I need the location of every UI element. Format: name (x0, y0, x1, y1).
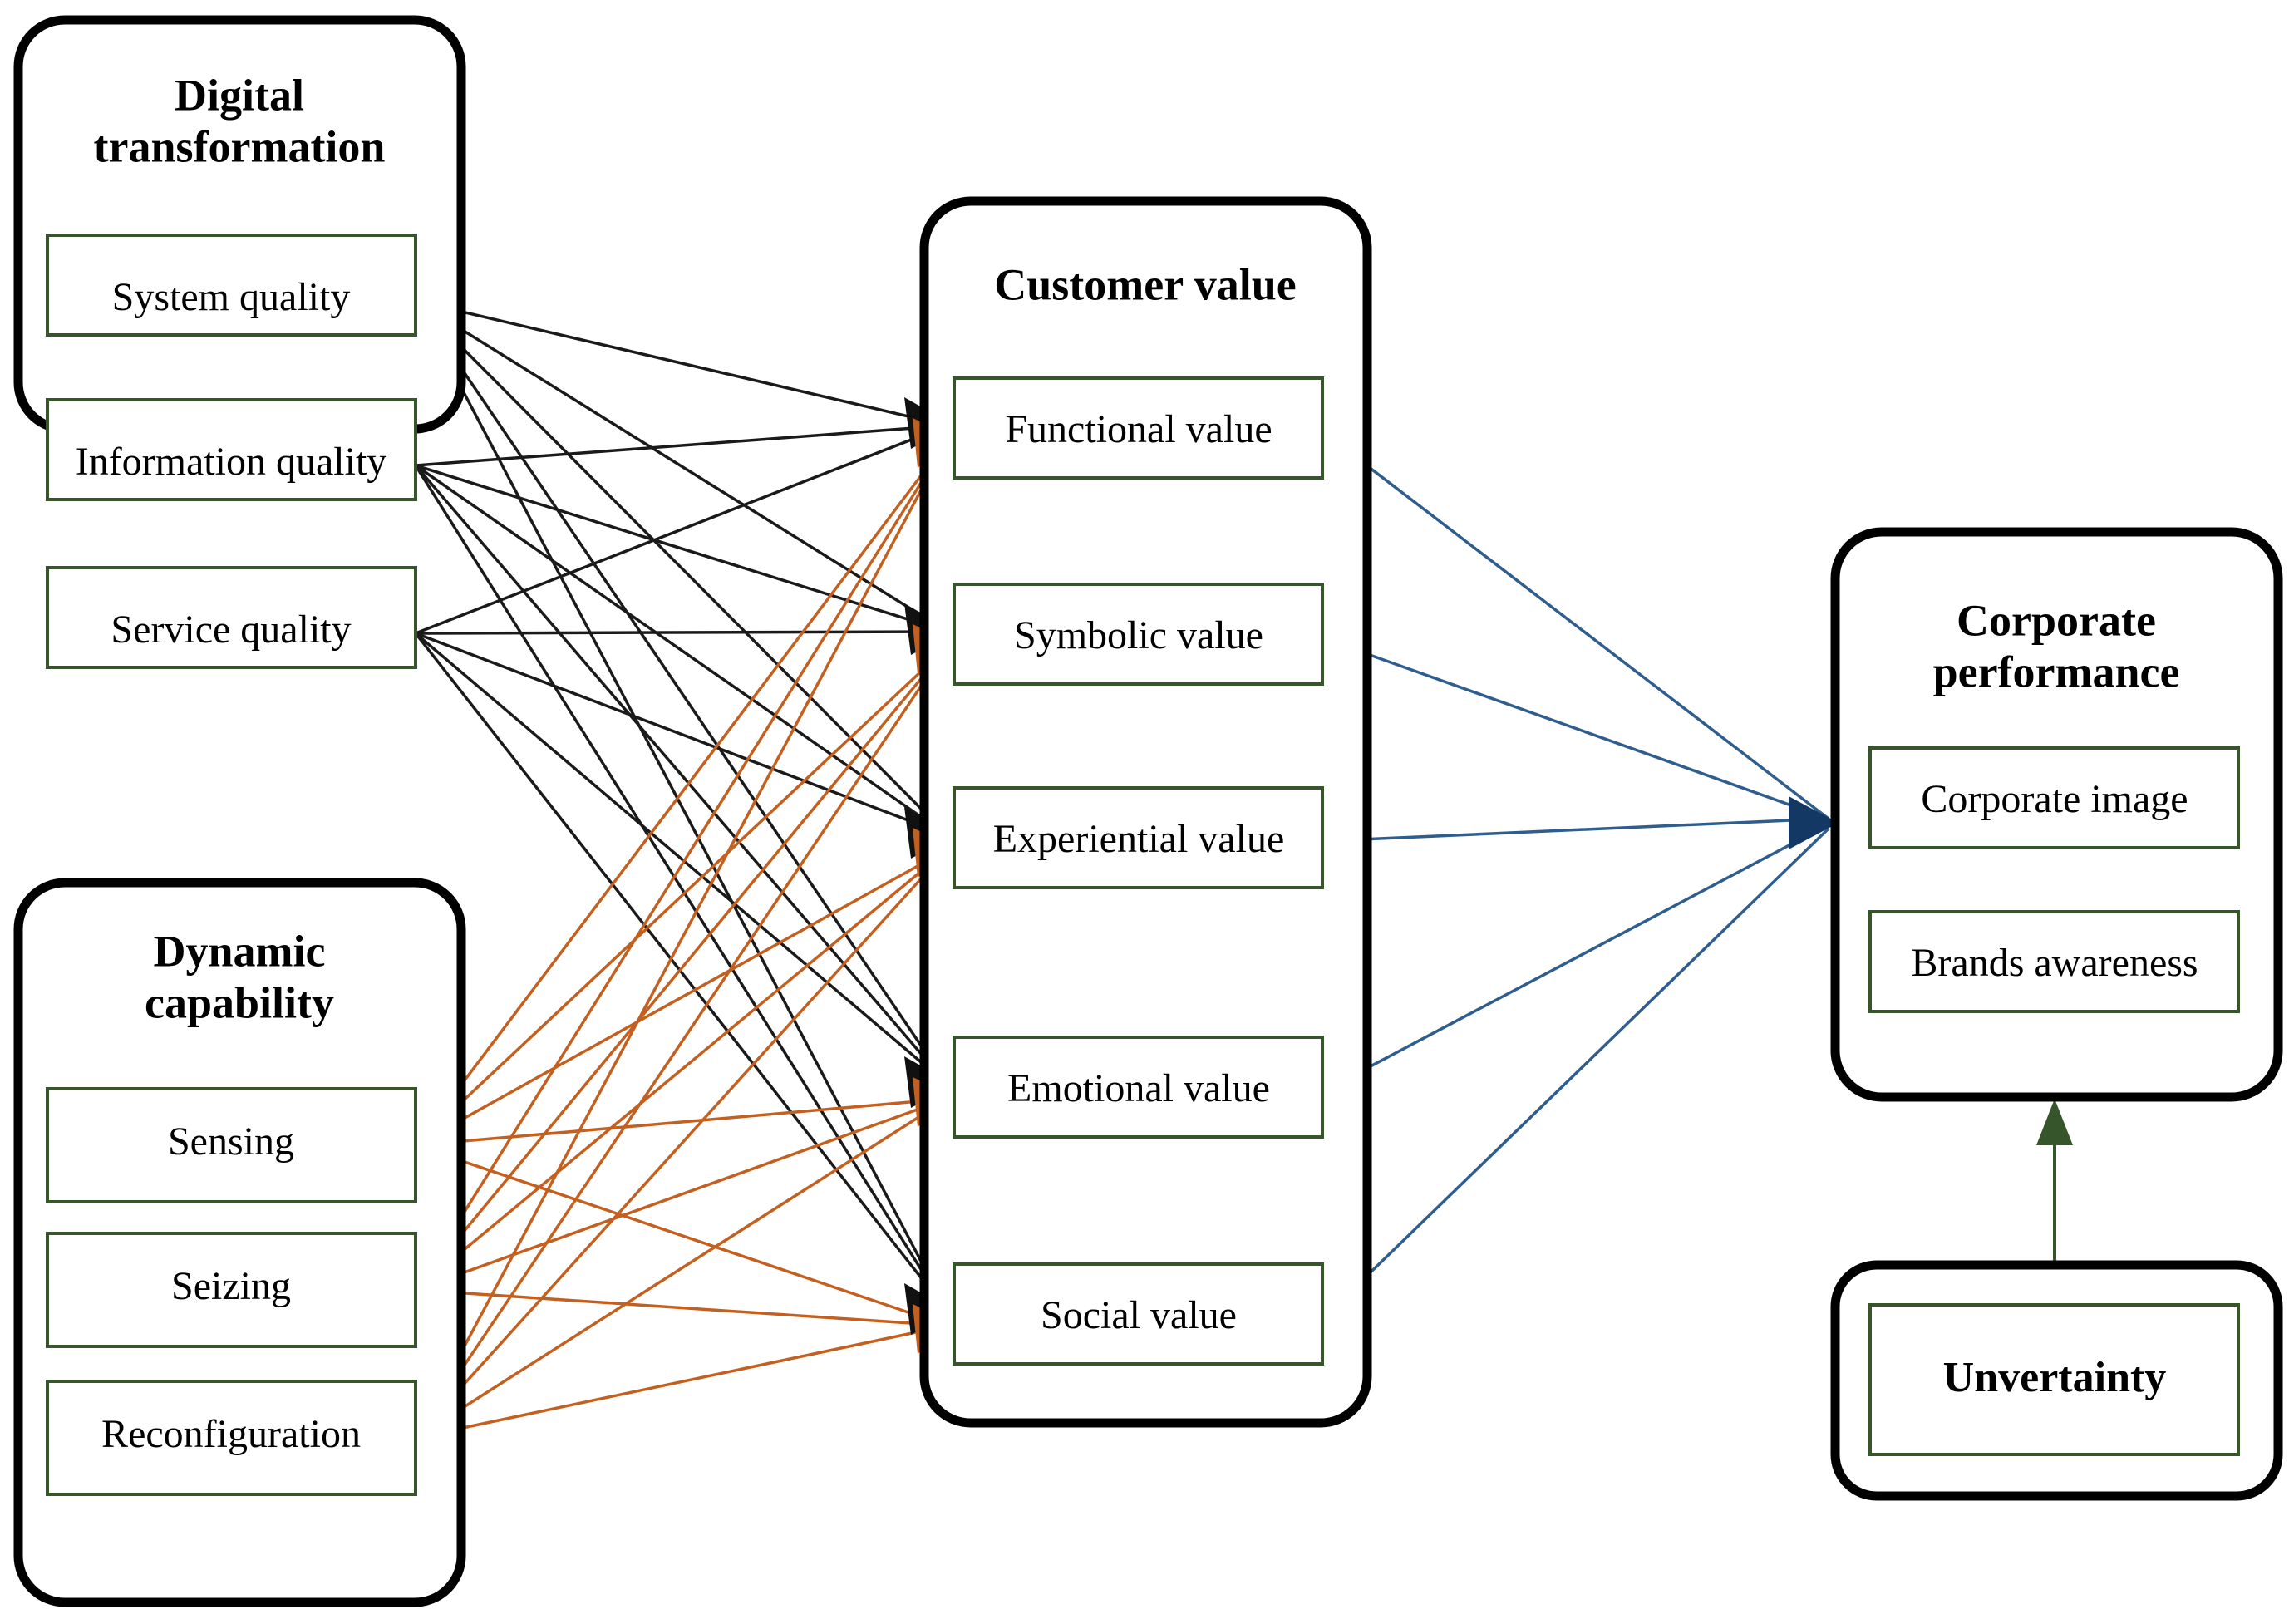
edge-symbolic-value-corporate-performance (1322, 637, 1829, 820)
construct-corporate-performance-title-line1: Corporate (1957, 595, 2156, 645)
edge-group-customer-value (1322, 431, 1830, 1320)
edges-layer (414, 299, 2073, 1439)
edge-service-quality-social-value (414, 632, 949, 1313)
edge-seizing-functional-value (414, 440, 949, 1291)
construct-digital-transformation-title-line1: Digital (175, 70, 304, 120)
edge-reconfiguration-functional-value (414, 440, 949, 1439)
indicator-emotional-value-box[interactable] (953, 1036, 1324, 1139)
indicator-service-quality-box[interactable] (46, 566, 417, 669)
construct-digital-transformation-title-line2: transformation (94, 121, 386, 171)
edge-service-quality-experiential-value (415, 632, 948, 837)
edge-social-value-corporate-performance (1322, 827, 1830, 1320)
edge-sensing-functional-value (414, 439, 949, 1147)
edge-seizing-social-value (415, 1288, 948, 1327)
edge-system-quality-functional-value (415, 299, 948, 427)
indicator-seizing-box[interactable] (46, 1232, 417, 1348)
arrowhead-green-corporate-performance (2036, 1099, 2073, 1145)
edge-reconfiguration-social-value (415, 1324, 948, 1439)
edge-system-quality-social-value (414, 300, 949, 1312)
indicator-experiential-value-label: Experiential value (993, 817, 1285, 861)
construct-corporate-performance-title-line2: performance (1933, 647, 2180, 696)
edge-information-quality-social-value (414, 465, 949, 1312)
edge-system-quality-symbolic-value (415, 299, 948, 633)
indicator-sensing-label: Sensing (168, 1120, 294, 1164)
indicator-information-quality-box[interactable] (46, 398, 417, 501)
indicator-unvertainty-label: Unvertainty (1943, 1354, 2167, 1401)
edge-service-quality-functional-value (415, 424, 948, 635)
indicator-emotional-value-label: Emotional value (1007, 1066, 1270, 1110)
edge-group-dynamic-capability (414, 439, 949, 1439)
construct-customer-value[interactable]: Customer value Functional value Symbolic… (919, 196, 1372, 1428)
edge-information-quality-functional-value (415, 424, 948, 467)
construct-uncertainty[interactable]: Unvertainty (1830, 1260, 2283, 1501)
edge-experiential-value-corporate-performance (1322, 817, 1829, 843)
construct-dynamic-capability-title-line1: Dynamic (154, 926, 326, 976)
edge-system-quality-experiential-value (414, 299, 949, 837)
indicator-corporate-image-label: Corporate image (1921, 777, 2188, 821)
indicator-symbolic-value-label: Symbolic value (1014, 613, 1263, 657)
indicator-experiential-value-box[interactable] (953, 786, 1324, 889)
edge-seizing-emotional-value (415, 1097, 948, 1292)
indicator-social-value-label: Social value (1041, 1293, 1237, 1337)
construct-corporate-performance[interactable]: Corporate performance Corporate image Br… (1830, 527, 2283, 1102)
indicator-corporate-image-box[interactable] (1868, 746, 2240, 849)
construct-digital-transformation[interactable]: Digital transformation System quality In… (13, 15, 466, 669)
indicator-functional-value-label: Functional value (1005, 407, 1272, 451)
indicator-unvertainty-box[interactable] (1868, 1303, 2240, 1456)
edge-service-quality-symbolic-value (415, 630, 948, 635)
edge-information-quality-emotional-value (414, 464, 949, 1086)
arrowhead-blue-corporate-performance (1789, 796, 1839, 849)
construct-customer-value-title: Customer value (994, 259, 1296, 309)
edge-reconfiguration-symbolic-value (414, 646, 949, 1439)
indicator-brands-awareness-box[interactable] (1868, 910, 2240, 1013)
edge-reconfiguration-experiential-value (414, 848, 949, 1439)
arrowheads-green (2036, 1099, 2073, 1145)
indicator-sensing-box[interactable] (46, 1087, 417, 1203)
edge-sensing-experiential-value (415, 848, 948, 1147)
edge-group-digital-transformation (414, 299, 949, 1313)
indicator-brands-awareness-label: Brands awareness (1911, 941, 2198, 985)
edge-sensing-emotional-value (415, 1097, 948, 1147)
edge-functional-value-corporate-performance (1322, 431, 1830, 820)
arrowheads-blue (1789, 796, 1839, 849)
edge-reconfiguration-emotional-value (415, 1097, 948, 1439)
indicator-reconfiguration-label: Reconfiguration (101, 1412, 361, 1456)
edge-system-quality-emotional-value (414, 300, 949, 1085)
indicator-social-value-box[interactable] (953, 1262, 1324, 1366)
edge-service-quality-emotional-value (414, 632, 949, 1086)
edge-sensing-social-value (415, 1144, 948, 1327)
construct-dynamic-capability[interactable]: Dynamic capability Sensing Seizing Recon… (13, 878, 466, 1607)
edge-information-quality-experiential-value (415, 464, 948, 837)
indicator-functional-value-box[interactable] (953, 376, 1324, 480)
indicator-information-quality-label: Information quality (76, 440, 387, 484)
edge-seizing-experiential-value (414, 848, 949, 1292)
indicator-system-quality-box[interactable] (46, 234, 417, 337)
indicator-symbolic-value-box[interactable] (953, 583, 1324, 686)
edge-emotional-value-corporate-performance (1322, 823, 1829, 1093)
indicator-system-quality-label: System quality (112, 275, 351, 319)
edge-seizing-symbolic-value (414, 645, 949, 1292)
indicator-service-quality-label: Service quality (111, 608, 351, 652)
indicator-seizing-label: Seizing (171, 1264, 291, 1308)
construct-dynamic-capability-title-line2: capability (145, 977, 334, 1027)
indicator-reconfiguration-box[interactable] (46, 1380, 417, 1496)
edge-sensing-symbolic-value (414, 645, 949, 1147)
